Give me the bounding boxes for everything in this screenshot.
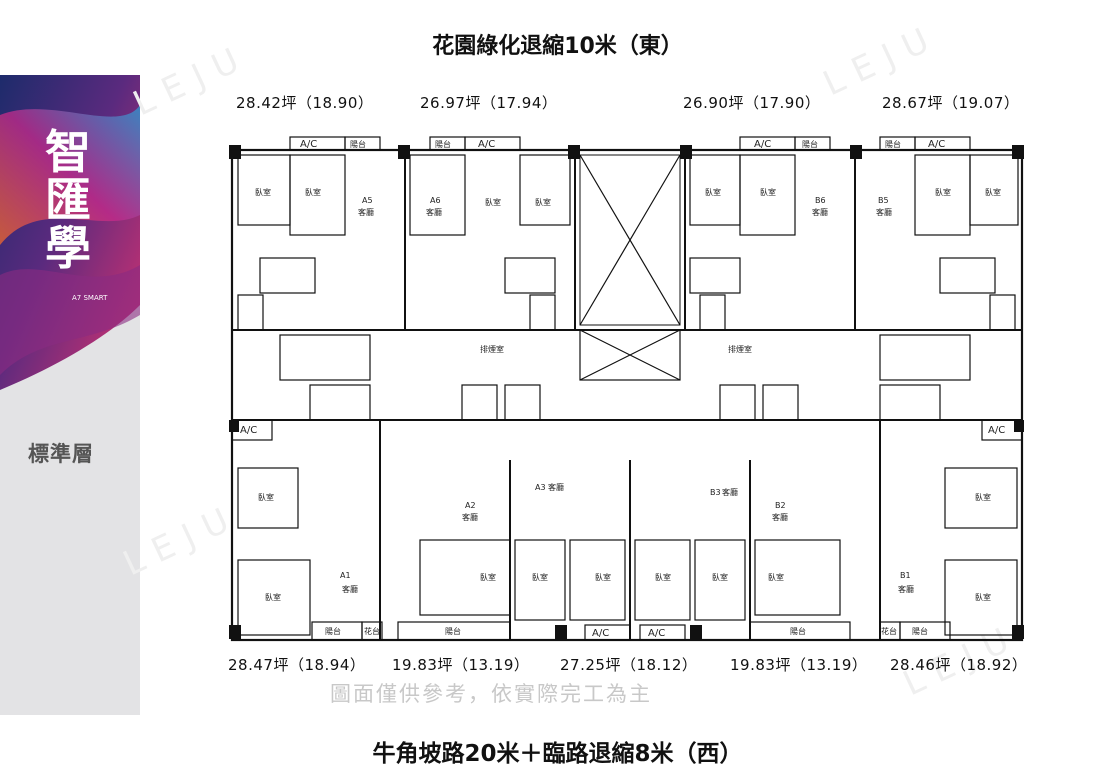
ac-label-7: A/C [592, 628, 609, 639]
living-label-10: 客廳 [898, 584, 914, 594]
bedroom-label-3: 臥室 [485, 197, 501, 207]
unit-tag-a5: A5 [362, 196, 373, 205]
bedroom-label-13: 臥室 [595, 572, 611, 582]
living-label-8: 客廳 [722, 487, 738, 497]
unit-tag-b5: B5 [878, 196, 889, 205]
living-label-7: 客廳 [548, 482, 564, 492]
ac-label-3: A/C [754, 139, 771, 150]
area-label-b2: 28.46坪（18.92） [890, 656, 1028, 674]
living-label-2: 客廳 [426, 207, 442, 217]
area-label-b5: 28.67坪（19.07） [882, 94, 1020, 112]
ac-label-2: A/C [478, 139, 495, 150]
disclaimer-text: 圖面僅供參考，依實際完工為主 [330, 682, 652, 706]
unit-tag-a1: A1 [340, 571, 351, 580]
living-label-3: 客廳 [812, 207, 828, 217]
exit-label-1: 排煙室 [480, 344, 504, 354]
bedroom-label-7: 臥室 [935, 187, 951, 197]
balcony-label-6: 陽台 [445, 626, 461, 636]
balcony-label-3: 陽台 [802, 139, 818, 149]
floor-label: 標準層 [28, 442, 94, 466]
exit-label-2: 排煙室 [728, 344, 752, 354]
ac-label-4: A/C [928, 139, 945, 150]
living-label-9: 客廳 [772, 512, 788, 522]
area-label-a1: 28.47坪（18.94） [228, 656, 366, 674]
bedroom-label-6: 臥室 [760, 187, 776, 197]
area-label-a5: 28.42坪（18.90） [236, 94, 374, 112]
area-label-a3: 27.25坪（18.12） [560, 656, 698, 674]
unit-tag-b2: B2 [775, 501, 786, 510]
bedroom-label-2: 臥室 [305, 187, 321, 197]
orientation-bottom-label: 牛角坡路20米＋臨路退縮8米（西） [372, 741, 743, 767]
balcony-label-8: 陽台 [912, 626, 928, 636]
ac-label-6: A/C [988, 425, 1005, 436]
unit-tag-b6: B6 [815, 196, 826, 205]
bedroom-label-8: 臥室 [985, 187, 1001, 197]
balcony-label-1: 陽台 [350, 139, 366, 149]
orientation-top-label: 花園綠化退縮10米（東） [432, 34, 683, 59]
bedroom-label-18: 臥室 [975, 592, 991, 602]
unit-tag-b3: B3 [710, 488, 721, 497]
balcony-label-2: 陽台 [435, 139, 451, 149]
bedroom-label-14: 臥室 [655, 572, 671, 582]
brand-logo: 智匯學 [45, 125, 91, 275]
living-label-5: 客廳 [342, 584, 358, 594]
bedroom-label-1: 臥室 [255, 187, 271, 197]
flower-label-1: 花台 [364, 626, 380, 636]
bedroom-label-12: 臥室 [532, 572, 548, 582]
bedroom-label-15: 臥室 [712, 572, 728, 582]
living-label-6: 客廳 [462, 512, 478, 522]
bedroom-label-11: 臥室 [480, 572, 496, 582]
unit-tag-b1: B1 [900, 571, 911, 580]
bedroom-label-5: 臥室 [705, 187, 721, 197]
brand-logo-subtitle: A7 SMART [72, 294, 108, 302]
bedroom-label-16: 臥室 [768, 572, 784, 582]
flower-label-2: 花台 [881, 626, 897, 636]
bedroom-label-9: 臥室 [258, 492, 274, 502]
living-label-1: 客廳 [358, 207, 374, 217]
brand-artwork [0, 75, 140, 395]
living-label-4: 客廳 [876, 207, 892, 217]
bedroom-label-17: 臥室 [975, 492, 991, 502]
unit-tag-a3: A3 [535, 483, 546, 492]
area-label-b6: 26.90坪（17.90） [683, 94, 821, 112]
ac-label-1: A/C [300, 139, 317, 150]
bedroom-label-4: 臥室 [535, 197, 551, 207]
balcony-label-4: 陽台 [885, 139, 901, 149]
unit-tag-a6: A6 [430, 196, 441, 205]
balcony-label-5: 陽台 [325, 626, 341, 636]
unit-tag-a2: A2 [465, 501, 476, 510]
ac-label-8: A/C [648, 628, 665, 639]
balcony-label-7: 陽台 [790, 626, 806, 636]
area-label-a2: 19.83坪（13.19） [392, 656, 530, 674]
bedroom-label-10: 臥室 [265, 592, 281, 602]
ac-label-5: A/C [240, 425, 257, 436]
area-label-b3: 19.83坪（13.19） [730, 656, 868, 674]
building-outline [230, 148, 1024, 642]
area-label-a6: 26.97坪（17.94） [420, 94, 558, 112]
